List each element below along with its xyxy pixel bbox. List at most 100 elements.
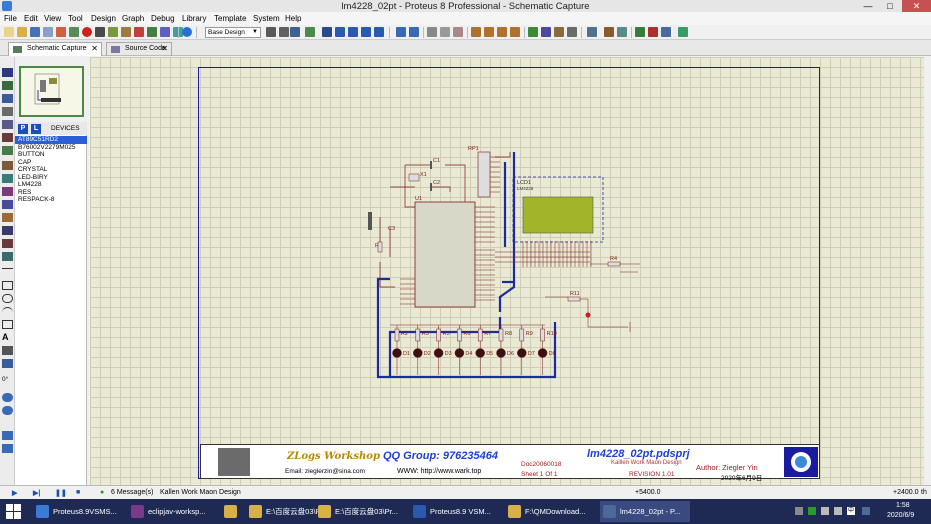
- home-icon[interactable]: [56, 27, 66, 37]
- device-item[interactable]: CAP: [18, 158, 32, 166]
- close-tab-icon[interactable]: ✕: [161, 44, 168, 53]
- tray-icon[interactable]: [795, 507, 803, 515]
- led-d5[interactable]: [475, 348, 485, 358]
- reset-button[interactable]: [368, 212, 372, 230]
- wire-autorouter-icon[interactable]: [587, 27, 597, 37]
- grid-icon[interactable]: [290, 27, 300, 37]
- text-script-icon[interactable]: [2, 120, 13, 129]
- resistor-r3[interactable]: [415, 328, 421, 342]
- origin-icon[interactable]: [305, 27, 315, 37]
- windows-start-icon[interactable]: [6, 504, 21, 519]
- remove-sheet-icon[interactable]: [648, 27, 658, 37]
- open-folder-icon[interactable]: [17, 27, 27, 37]
- copy-icon[interactable]: [440, 27, 450, 37]
- resistor-r8[interactable]: [498, 328, 504, 342]
- selection-mode-icon[interactable]: [2, 68, 13, 77]
- led-d6[interactable]: [496, 348, 506, 358]
- zoom-in-icon[interactable]: [335, 27, 345, 37]
- schematic-drawing[interactable]: C1 C2 X1 C3 R1 U1 RP1: [90, 57, 924, 437]
- taskbar-item-word[interactable]: Proteus8.9 VSM...: [410, 501, 500, 522]
- device-item[interactable]: RES: [18, 188, 32, 196]
- resistor-r9[interactable]: [519, 328, 525, 342]
- cap-c1[interactable]: [430, 161, 432, 169]
- device-item[interactable]: RESPACK-8: [18, 196, 55, 203]
- resistor-r1[interactable]: [377, 241, 383, 253]
- tab-schematic-capture[interactable]: Schematic Capture ✕: [8, 42, 102, 56]
- lcd-display[interactable]: [522, 196, 594, 234]
- resistor-r2[interactable]: [394, 328, 400, 342]
- led-d3[interactable]: [433, 348, 444, 358]
- mcu-u1[interactable]: [414, 201, 476, 308]
- rotate-clockwise-icon[interactable]: [2, 393, 13, 402]
- netlist-icon[interactable]: [678, 27, 688, 37]
- property-assign-icon[interactable]: [617, 27, 627, 37]
- current-probe-icon[interactable]: [2, 239, 13, 248]
- tray-icon[interactable]: [808, 507, 816, 515]
- gerber-icon[interactable]: [121, 27, 131, 37]
- device-item[interactable]: LED-BIRY: [18, 173, 48, 181]
- close-tab-icon[interactable]: ✕: [91, 44, 98, 53]
- keyboard-icon[interactable]: [862, 507, 870, 515]
- device-item[interactable]: LM4228: [18, 181, 42, 188]
- block-move-icon[interactable]: [484, 27, 494, 37]
- menu-debug[interactable]: Debug: [151, 14, 175, 23]
- active-popup-icon[interactable]: [2, 200, 13, 209]
- close-project-icon[interactable]: [43, 27, 53, 37]
- menu-edit[interactable]: Edit: [24, 14, 38, 23]
- pan-icon[interactable]: [322, 27, 332, 37]
- rotation-angle[interactable]: 0°: [2, 376, 9, 383]
- source-code-icon[interactable]: [160, 27, 170, 37]
- menu-help[interactable]: Help: [285, 14, 302, 23]
- resistor-r11[interactable]: [567, 296, 581, 302]
- block-rotate-icon[interactable]: [497, 27, 507, 37]
- decompose-icon[interactable]: [567, 27, 577, 37]
- menu-file[interactable]: File: [4, 14, 17, 23]
- schematic-canvas[interactable]: C1 C2 X1 C3 R1 U1 RP1: [90, 57, 924, 485]
- resistor-r6[interactable]: [457, 328, 462, 342]
- device-item[interactable]: AT89C51RD2: [15, 136, 87, 144]
- led-d1[interactable]: [392, 348, 402, 358]
- marker-tool-icon[interactable]: [2, 359, 13, 368]
- flip-vertical-icon[interactable]: [2, 444, 13, 453]
- led-d4[interactable]: [454, 348, 465, 358]
- stop-icon[interactable]: [82, 27, 92, 37]
- cap-c2[interactable]: [430, 183, 432, 191]
- zoom-area-icon[interactable]: [374, 27, 384, 37]
- maximize-button[interactable]: □: [887, 1, 893, 11]
- block-delete-icon[interactable]: [510, 27, 520, 37]
- design-variant-select[interactable]: Base Design ▼: [205, 27, 261, 38]
- device-item[interactable]: BUTTON: [18, 151, 45, 158]
- message-count[interactable]: 6 Message(s): [111, 489, 154, 496]
- component-mode-icon[interactable]: [2, 81, 13, 90]
- search-tag-icon[interactable]: [604, 27, 614, 37]
- menu-tool[interactable]: Tool: [68, 14, 83, 23]
- taskbar-item-folder-2[interactable]: E:\百度云盘03\Pr...: [315, 501, 405, 522]
- minimize-button[interactable]: —: [863, 1, 873, 11]
- design-explorer-icon[interactable]: [147, 27, 157, 37]
- voltage-probe-icon[interactable]: [2, 226, 13, 235]
- circle-tool-icon[interactable]: [2, 294, 13, 303]
- schematic-icon[interactable]: [69, 27, 79, 37]
- led-d2[interactable]: [413, 348, 423, 358]
- device-item[interactable]: CRYSTAL: [18, 166, 48, 173]
- device-pins-icon[interactable]: [2, 174, 13, 183]
- resistor-r7[interactable]: [477, 328, 483, 342]
- menu-graph[interactable]: Graph: [122, 14, 145, 23]
- make-device-icon[interactable]: [541, 27, 551, 37]
- symbol-tool-icon[interactable]: [2, 346, 13, 355]
- pause-icon[interactable]: ❚❚: [55, 490, 67, 497]
- resistor-r5[interactable]: [436, 328, 441, 342]
- ime-icon[interactable]: 中: [847, 507, 855, 515]
- zoom-out-icon[interactable]: [348, 27, 358, 37]
- clock-date[interactable]: 2020/6/9: [887, 512, 915, 519]
- crystal-x1[interactable]: [408, 173, 420, 182]
- resistor-r10[interactable]: [540, 328, 545, 342]
- redo-icon[interactable]: [409, 27, 419, 37]
- device-item[interactable]: B76002V2279M025: [18, 143, 76, 151]
- subcircuit-icon[interactable]: [2, 146, 13, 155]
- graph-icon[interactable]: [2, 187, 13, 196]
- wire-label-icon[interactable]: [2, 107, 13, 116]
- library-manager-button[interactable]: L: [31, 124, 41, 134]
- rotate-anticlockwise-icon[interactable]: [2, 406, 13, 415]
- stop-icon[interactable]: ■: [76, 489, 81, 496]
